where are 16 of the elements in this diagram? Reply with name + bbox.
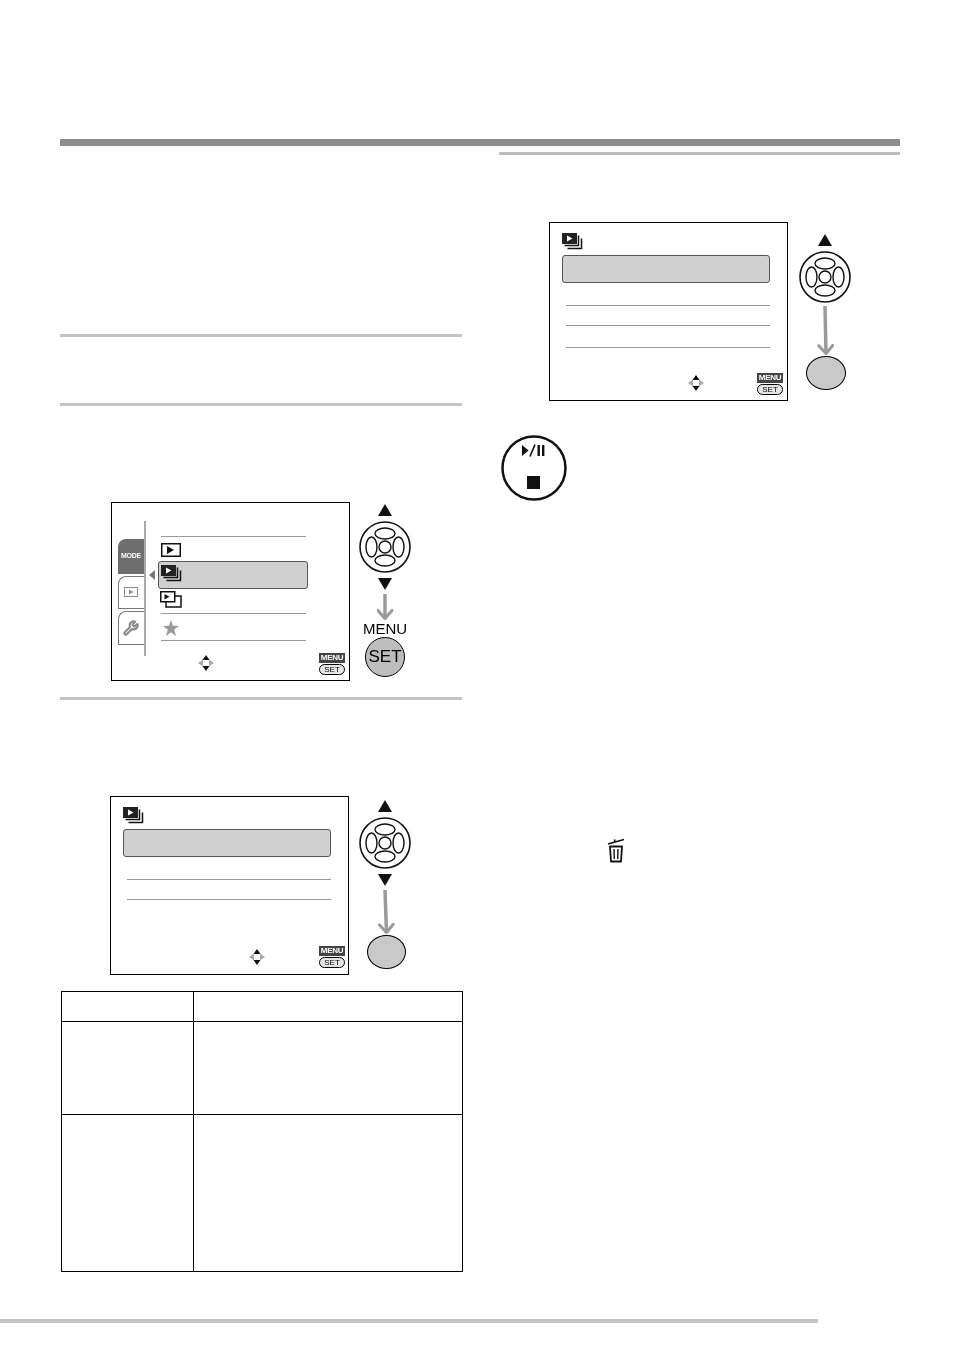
button-caption: MENU bbox=[362, 621, 408, 637]
directional-pad-icon bbox=[798, 233, 852, 303]
arrow bbox=[376, 594, 394, 620]
arrow bbox=[377, 889, 395, 934]
round-button bbox=[806, 356, 846, 390]
directional-pad-icon bbox=[358, 503, 412, 591]
set-badge: SET bbox=[319, 664, 345, 675]
set-button: SET bbox=[365, 637, 405, 677]
menu-badge: MENU bbox=[318, 653, 346, 663]
menu-badge: MENU bbox=[318, 946, 346, 956]
round-button bbox=[367, 935, 406, 969]
directional-pad-icon bbox=[358, 799, 412, 887]
set-badge: SET bbox=[757, 384, 783, 395]
set-badge: SET bbox=[319, 957, 345, 968]
menu-badge: MENU bbox=[756, 373, 784, 383]
arrow bbox=[817, 305, 835, 355]
